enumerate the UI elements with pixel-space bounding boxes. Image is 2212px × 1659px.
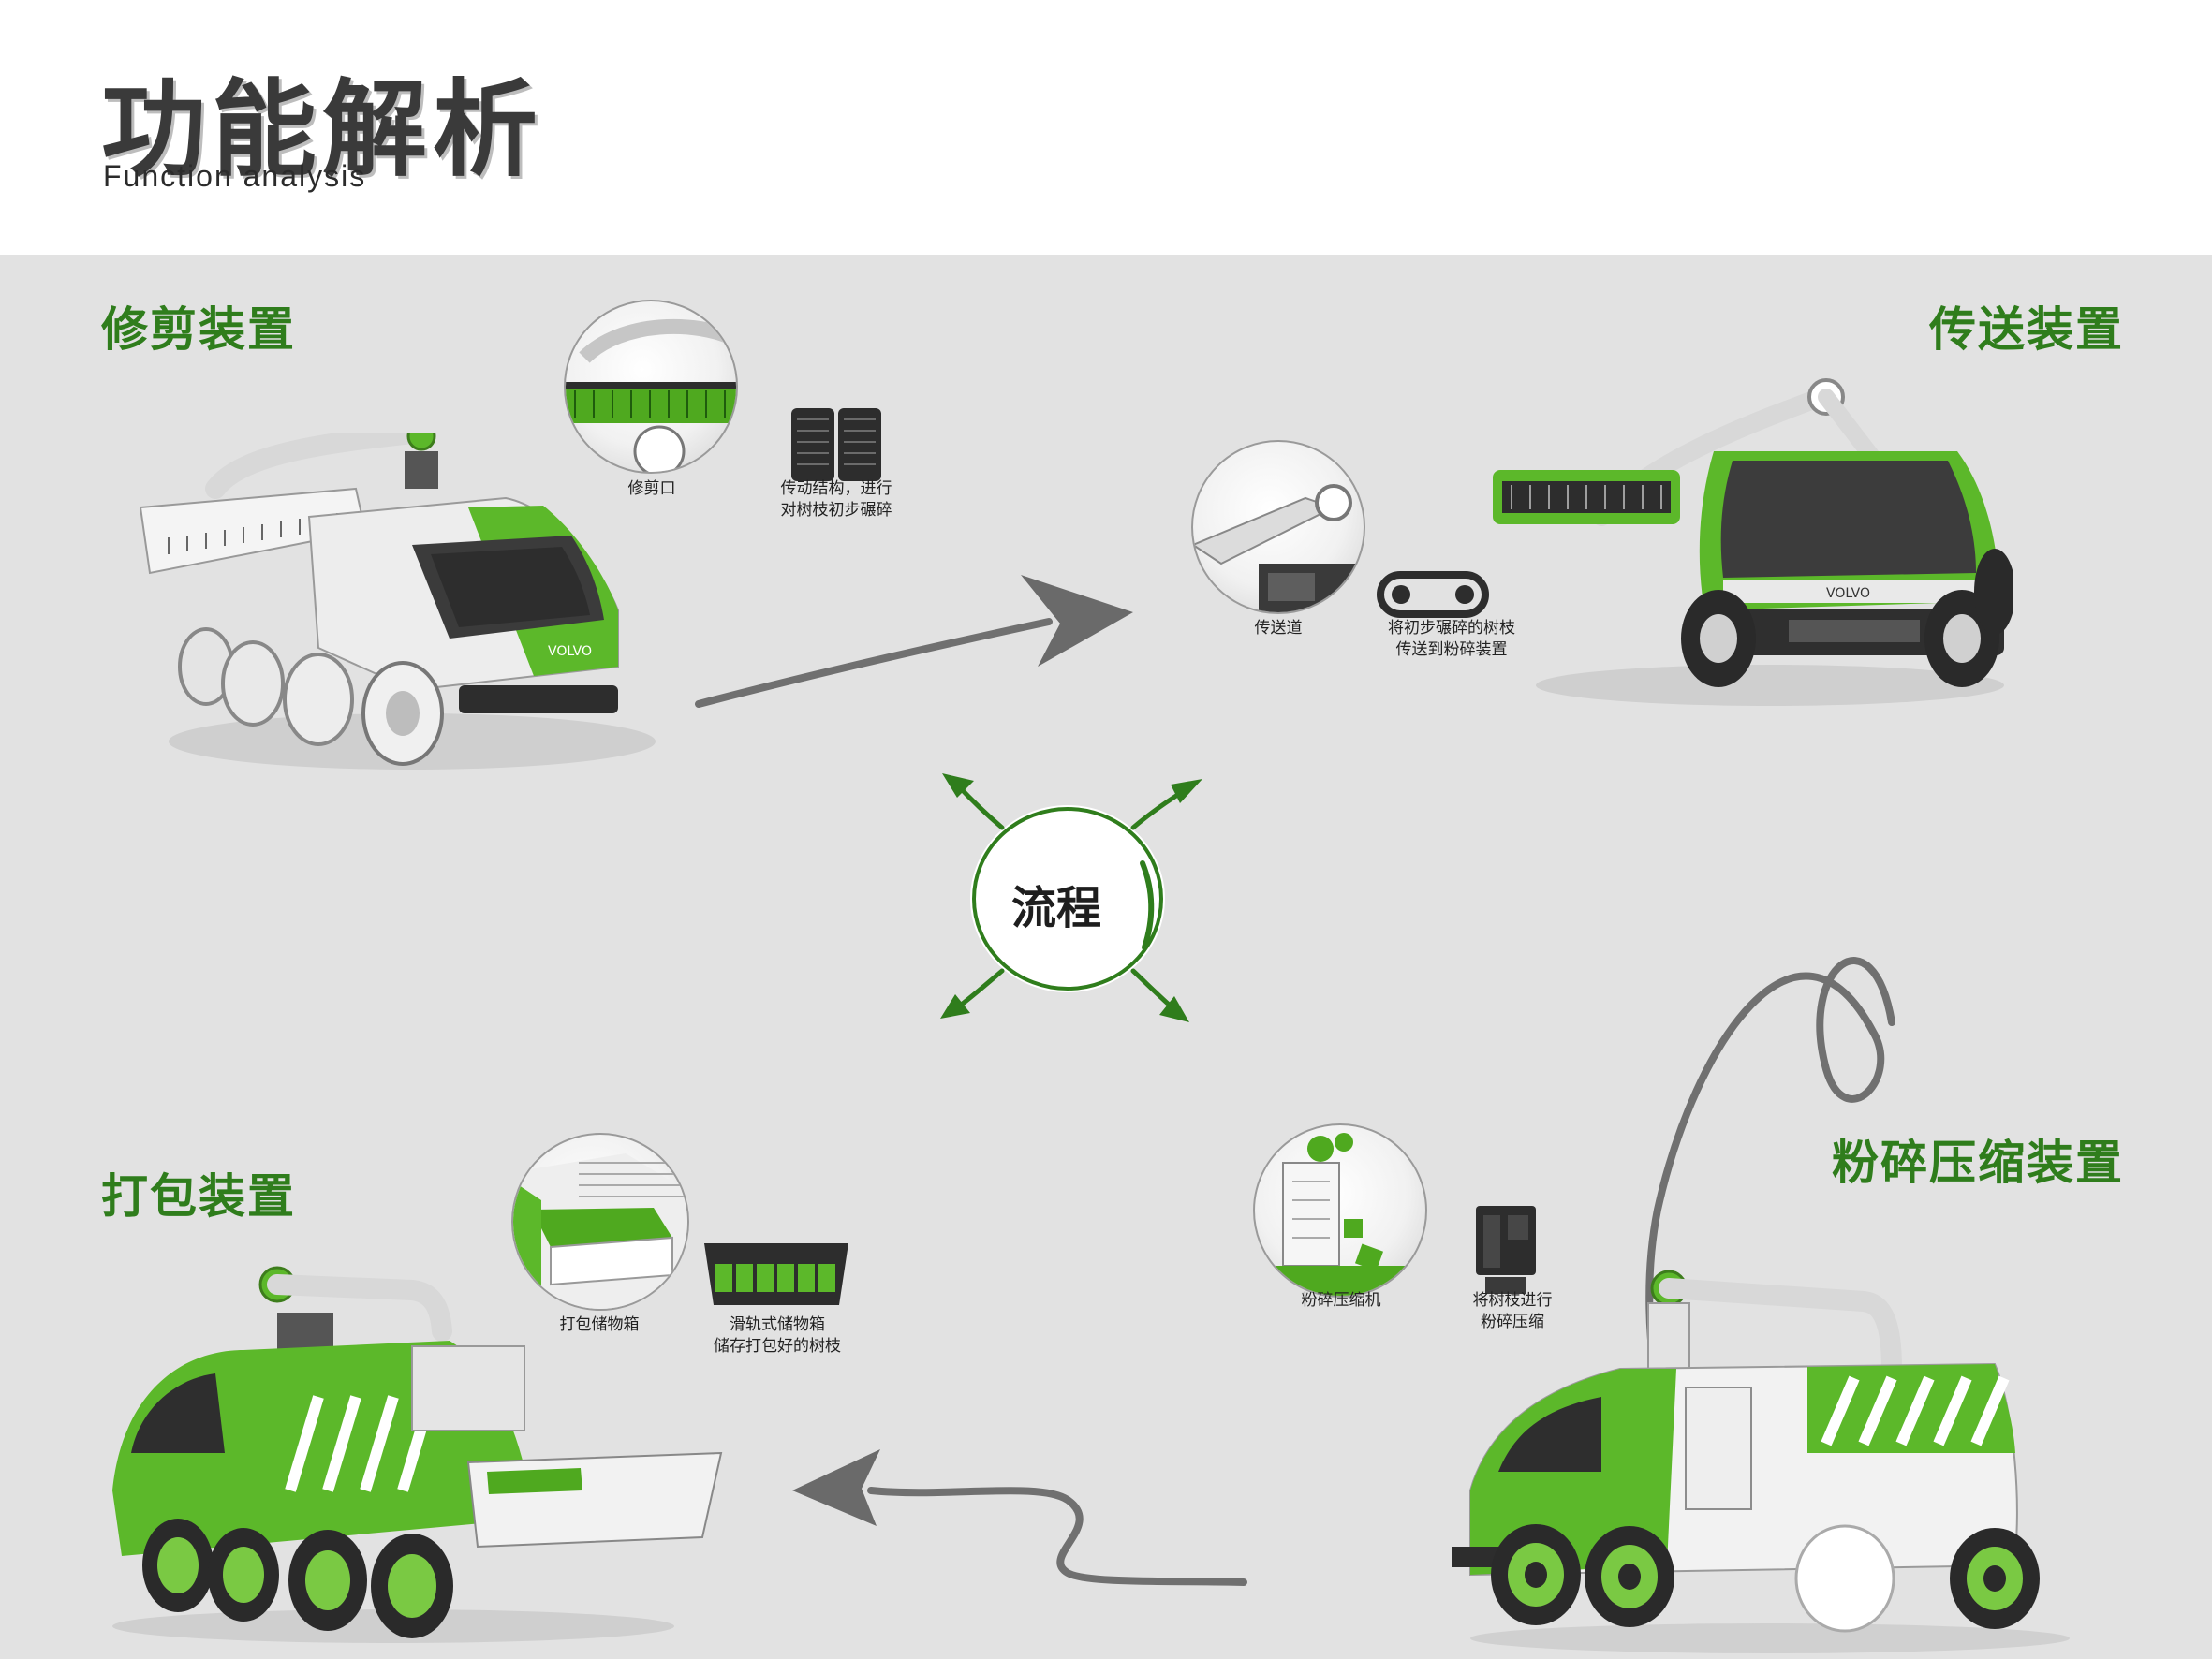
- caption-bale-box: 打包储物箱: [559, 1315, 640, 1334]
- page-title: 功能解析: [101, 69, 543, 191]
- vehicle-trim-illustration: VOLVO: [139, 433, 656, 770]
- caption-transfer-detail: 将初步碾碎的树枝 传送到粉碎装置: [1388, 619, 1515, 659]
- caption-crush-machine: 粉碎压缩机: [1301, 1291, 1381, 1310]
- vehicle-bale-illustration: [112, 1266, 723, 1643]
- caption-crush-detail: 将树枝进行 粉碎压缩: [1472, 1291, 1553, 1331]
- section-title-trim: 修剪装置: [101, 302, 296, 357]
- vehicle-transfer-illustration: VOLVO: [1493, 378, 2013, 706]
- detail-circle-conveyor: [1191, 440, 1365, 614]
- compressor-icon: [1476, 1206, 1536, 1294]
- section-title-crush: 粉碎压缩装置: [1832, 1136, 2124, 1190]
- vehicle-brand-label-2: VOLVO: [1826, 586, 1870, 601]
- conveyor-belt-icon: [1377, 571, 1489, 618]
- flow-arrow-left-icon: [792, 1449, 1247, 1586]
- caption-trim-opening: 修剪口: [627, 479, 676, 498]
- page-subtitle: Function analysis: [103, 159, 367, 193]
- process-center-label: 流程: [1011, 882, 1102, 934]
- flow-arrow-right-icon: [695, 575, 1133, 708]
- detail-circle-bale-box: [511, 1133, 689, 1311]
- vehicle-brand-label: VOLVO: [548, 644, 592, 659]
- detail-circle-cutter: [564, 300, 738, 474]
- caption-bale-slide: 滑轨式储物箱 储存打包好的树枝: [714, 1315, 841, 1356]
- caption-transfer-conveyor: 传送道: [1254, 619, 1303, 638]
- vehicle-crush-illustration: [1452, 1270, 2070, 1653]
- gear-roller-icon: [791, 408, 881, 481]
- header: 功能解析 Function analysis: [0, 0, 2212, 255]
- detail-circle-crusher: [1253, 1123, 1427, 1298]
- process-center-graphic: [940, 773, 1202, 1022]
- drawer-box-icon: [704, 1243, 848, 1305]
- section-title-transfer: 传送装置: [1929, 302, 2124, 357]
- section-title-bale: 打包装置: [101, 1169, 296, 1224]
- diagram-panel: 修剪装置 传送装置 粉碎压缩装置 打包装置 VOLVO: [0, 255, 2212, 1659]
- caption-trim-drive: 传动结构，进行 对树枝初步碾碎: [780, 479, 892, 520]
